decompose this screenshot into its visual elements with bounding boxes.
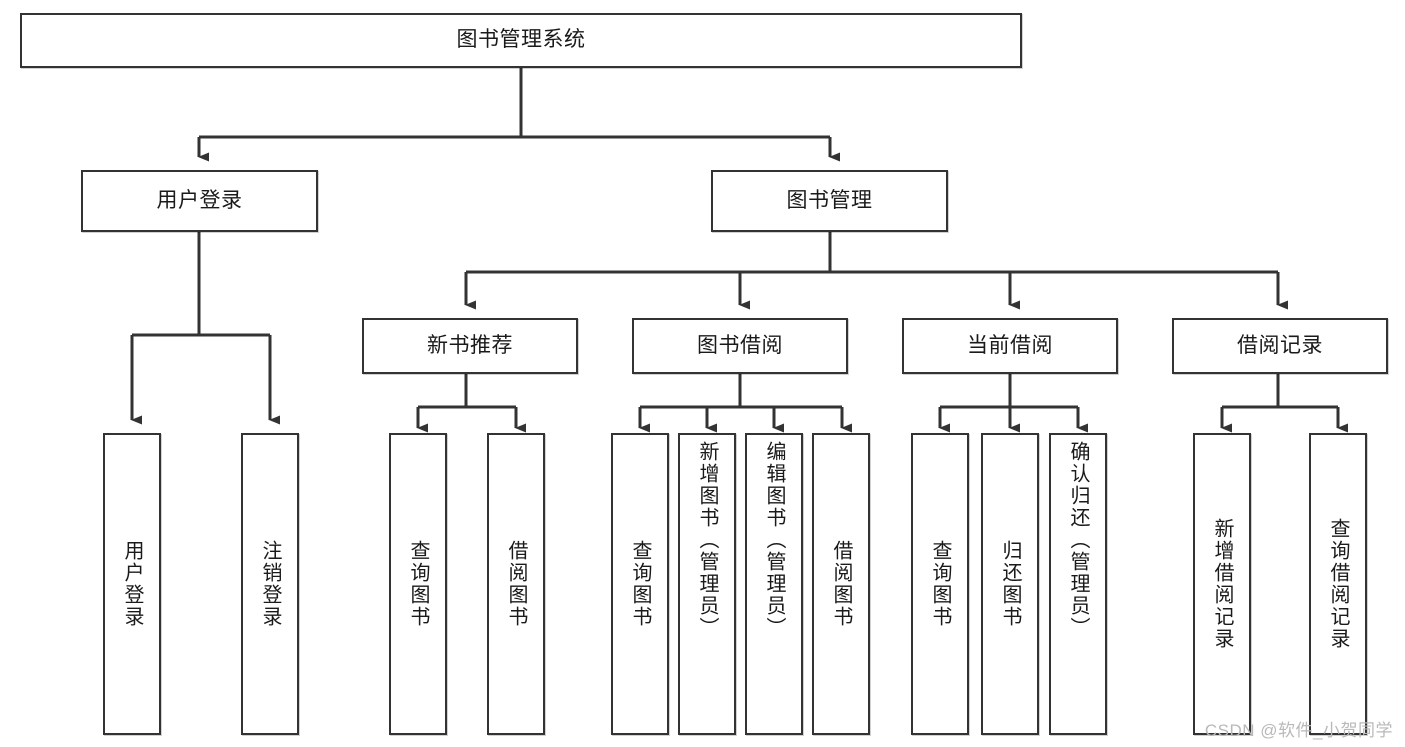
node-leaf-query-book-2-label: 查询图书	[629, 540, 651, 628]
node-leaf-return-book-label: 归还图书	[999, 540, 1021, 628]
node-user-login[interactable]: 用户登录	[81, 170, 318, 232]
node-leaf-query-book-3-label: 查询图书	[929, 540, 951, 628]
node-leaf-confirm-return[interactable]: 确认归还（管理员）	[1049, 433, 1107, 735]
node-book-manage-label: 图书管理	[786, 188, 873, 212]
node-leaf-query-record[interactable]: 查询借阅记录	[1309, 433, 1367, 735]
node-leaf-query-book-1[interactable]: 查询图书	[389, 433, 447, 735]
node-leaf-add-book[interactable]: 新增图书（管理员）	[678, 433, 736, 735]
node-book-manage[interactable]: 图书管理	[711, 170, 948, 232]
node-leaf-borrow-book-2-label: 借阅图书	[830, 540, 852, 628]
node-leaf-confirm-return-label: 确认归还（管理员）	[1067, 441, 1089, 639]
node-leaf-add-record-label: 新增借阅记录	[1211, 518, 1233, 650]
node-leaf-add-record[interactable]: 新增借阅记录	[1193, 433, 1251, 735]
node-book-borrow[interactable]: 图书借阅	[632, 318, 848, 374]
node-leaf-query-book-3[interactable]: 查询图书	[911, 433, 969, 735]
node-leaf-logout-label: 注销登录	[259, 540, 281, 628]
node-leaf-user-login-label: 用户登录	[121, 540, 143, 628]
node-leaf-query-book-2[interactable]: 查询图书	[611, 433, 669, 735]
node-leaf-logout[interactable]: 注销登录	[241, 433, 299, 735]
node-borrow-record[interactable]: 借阅记录	[1172, 318, 1388, 374]
node-leaf-edit-book[interactable]: 编辑图书（管理员）	[745, 433, 803, 735]
node-new-book-rec[interactable]: 新书推荐	[362, 318, 578, 374]
node-leaf-return-book[interactable]: 归还图书	[981, 433, 1039, 735]
node-leaf-borrow-book-1[interactable]: 借阅图书	[487, 433, 545, 735]
node-leaf-borrow-book-2[interactable]: 借阅图书	[812, 433, 870, 735]
node-root[interactable]: 图书管理系统	[20, 13, 1022, 68]
node-leaf-edit-book-label: 编辑图书（管理员）	[763, 441, 785, 639]
node-current-borrow[interactable]: 当前借阅	[902, 318, 1118, 374]
node-leaf-user-login[interactable]: 用户登录	[103, 433, 161, 735]
node-new-book-rec-label: 新书推荐	[427, 333, 513, 357]
node-user-login-label: 用户登录	[156, 188, 243, 212]
node-current-borrow-label: 当前借阅	[967, 333, 1053, 357]
node-borrow-record-label: 借阅记录	[1237, 333, 1323, 357]
node-leaf-add-book-label: 新增图书（管理员）	[696, 441, 718, 639]
node-book-borrow-label: 图书借阅	[697, 333, 783, 357]
node-leaf-borrow-book-1-label: 借阅图书	[505, 540, 527, 628]
node-leaf-query-book-1-label: 查询图书	[407, 540, 429, 628]
node-leaf-query-record-label: 查询借阅记录	[1327, 518, 1349, 650]
node-root-label: 图书管理系统	[456, 28, 586, 52]
